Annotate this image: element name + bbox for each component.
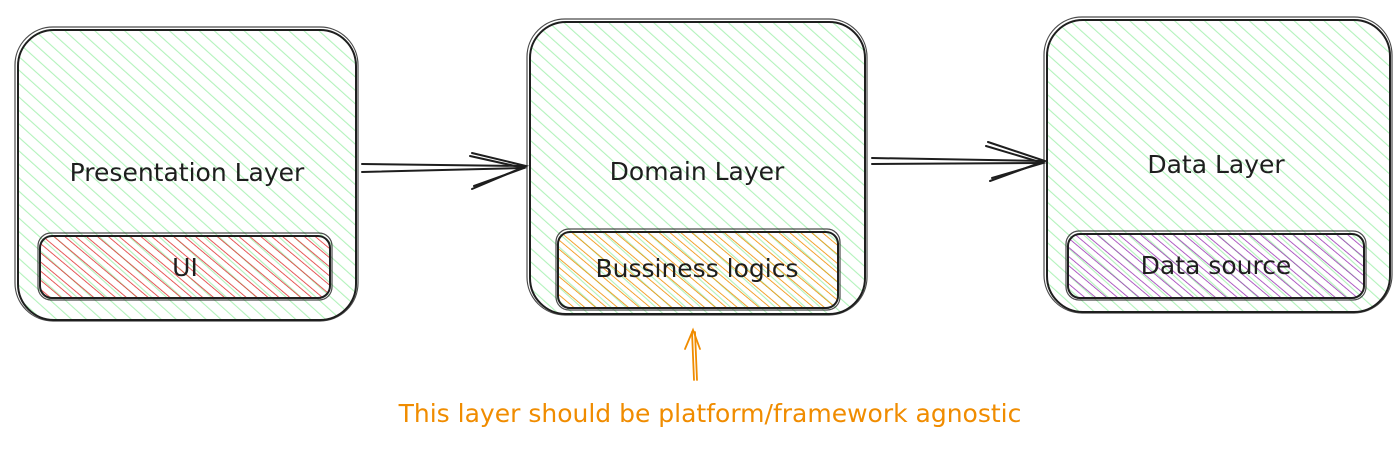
- data-source-box: Data source: [1065, 230, 1367, 301]
- ui-box: UI: [37, 232, 333, 301]
- business-logics-box: Bussiness logics: [555, 228, 841, 311]
- arrow-domain-to-data: [871, 141, 1049, 182]
- annotation-arrow: [684, 327, 701, 381]
- annotation-note: This layer should be platform/framework …: [398, 399, 1022, 428]
- business-logics-label: Bussiness logics: [595, 254, 798, 283]
- ui-label: UI: [172, 253, 198, 282]
- arrow-presentation-to-domain: [361, 152, 530, 190]
- data-layer-title: Data Layer: [1147, 150, 1285, 179]
- data-source-label: Data source: [1141, 251, 1292, 280]
- domain-layer-title: Domain Layer: [610, 157, 785, 186]
- presentation-layer-title: Presentation Layer: [70, 158, 305, 187]
